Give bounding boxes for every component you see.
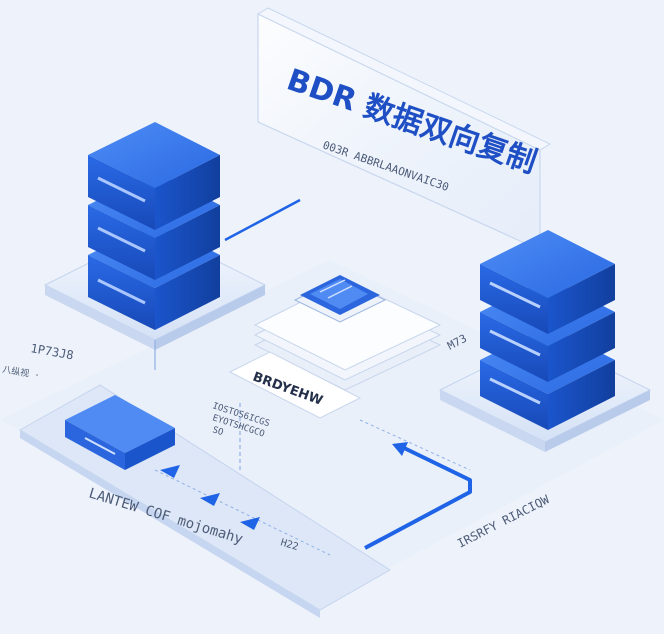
replication-arrow (364, 442, 472, 550)
right-server (480, 230, 615, 430)
title-panel: BDR 数据双向复制 003R ABBRLAAONVAIC30 (256, 7, 552, 251)
arrow-icon (200, 493, 220, 506)
bottom-tag: H22 (279, 537, 299, 553)
left-small-tag: 八纵视 · (1, 363, 40, 381)
center-note-3: SO (211, 425, 224, 438)
left-server (88, 122, 220, 330)
arrow-icon (160, 465, 180, 478)
switch-icon (65, 395, 175, 470)
laptop-icon (293, 275, 387, 323)
server-rack-icon (88, 122, 220, 330)
connection-lines (154, 198, 471, 556)
left-server-code: 1P73J8 (29, 341, 74, 362)
server-rack-icon (480, 230, 615, 430)
arrow-icon (240, 517, 260, 530)
arrow-icon (392, 442, 408, 456)
flow-arrows (160, 465, 260, 530)
